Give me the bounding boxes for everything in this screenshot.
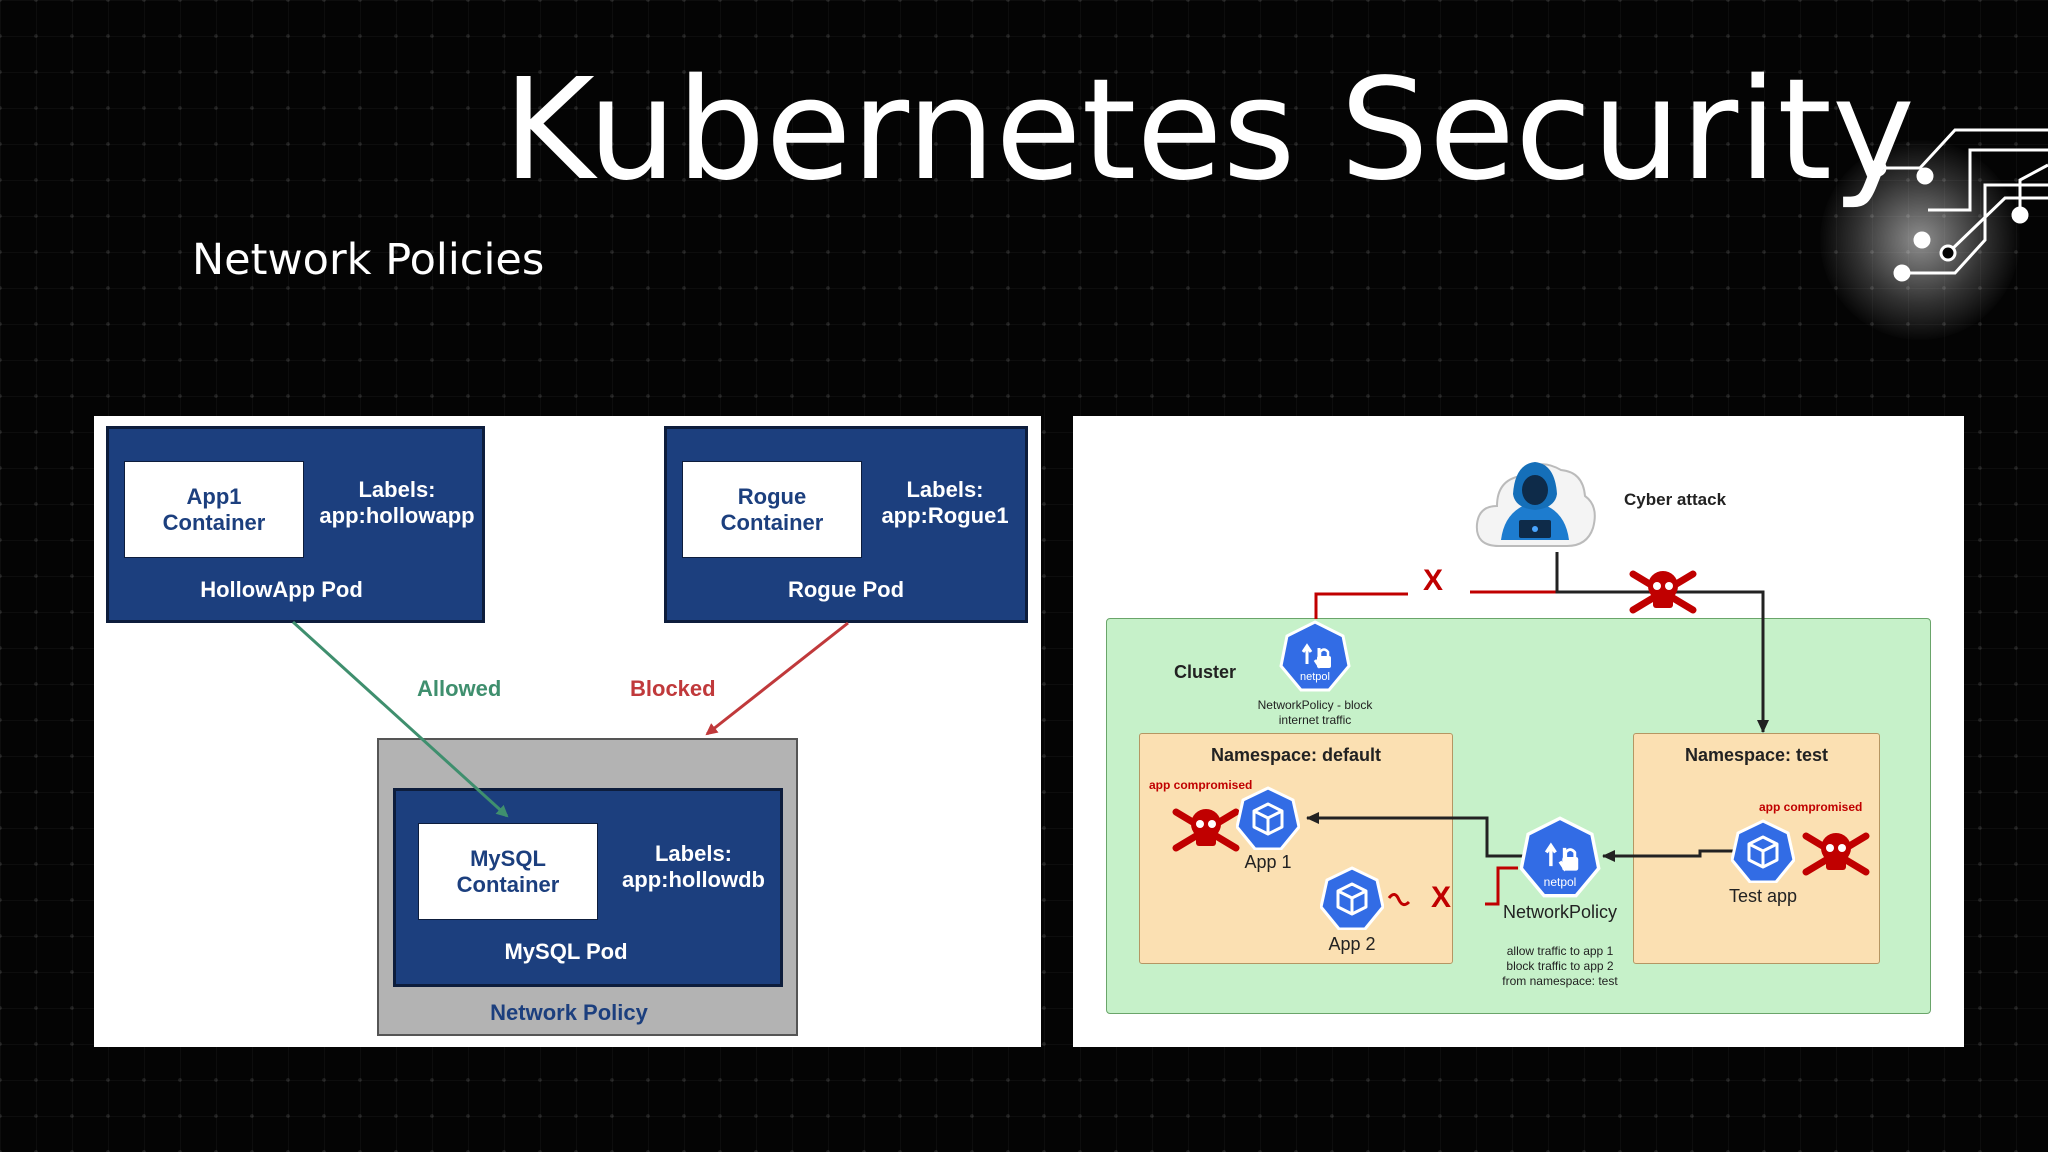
app1-label: App 1 <box>1244 852 1292 872</box>
netpol-icon: netpol <box>1279 620 1351 692</box>
test-app-pod-icon <box>1731 819 1795 883</box>
rogue-pod: Rogue Container Labels: app:Rogue1 Rogue… <box>664 426 1028 623</box>
rogue-labels-value: app:Rogue1 <box>881 503 1009 528</box>
block-mark-top: X <box>1423 564 1444 597</box>
mysql-labels: Labels: app:hollowdb <box>606 841 781 893</box>
namespace-test-label: Namespace: test <box>1684 745 1829 765</box>
hollowapp-labels: Labels: app:hollowapp <box>312 477 482 529</box>
np-caption-line3: from namespace: test <box>1502 974 1618 988</box>
blocked-arrow <box>705 621 849 736</box>
skull-crossbones-icon <box>1629 568 1697 614</box>
mysql-labels-title: Labels: <box>654 841 733 866</box>
rogue-labels-title: Labels: <box>906 477 984 502</box>
rogue-container: Rogue Container <box>682 461 862 558</box>
skull-crossbones-icon <box>1172 806 1240 852</box>
mysql-labels-value: app:hollowdb <box>622 867 765 892</box>
circuit-decoration-icon <box>1869 128 2048 282</box>
mysql-pod: MySQL Container Labels: app:hollowdb MyS… <box>393 788 783 987</box>
network-policy-diagram-panel: App1 Container Labels: app:hollowapp Hol… <box>94 416 1041 1047</box>
slide-title: Kubernetes Security <box>503 49 1915 212</box>
blocked-label: Blocked <box>630 676 716 701</box>
mysql-container: MySQL Container <box>418 823 598 920</box>
network-policy-label: Network Policy <box>490 1000 648 1025</box>
network-policy-box: MySQL Container Labels: app:hollowdb MyS… <box>377 738 798 1036</box>
app1-container: App1 Container <box>124 461 304 558</box>
netpol-icon-label: netpol <box>1300 671 1330 683</box>
app2-label: App 2 <box>1328 934 1376 954</box>
rogue-container-line2: Container <box>720 509 824 535</box>
netpol-top-caption-line2: internet traffic <box>1278 713 1352 727</box>
mysql-container-line1: MySQL <box>470 845 546 871</box>
np-caption-line1: allow traffic to app 1 <box>1506 944 1614 958</box>
namespace-default-label: Namespace: default <box>1210 745 1382 765</box>
test-app-label: Test app <box>1728 886 1798 906</box>
flow-arrows <box>291 620 849 818</box>
app2-pod-icon <box>1320 866 1384 930</box>
skull-crossbones-icon <box>1802 830 1870 876</box>
rogue-pod-name: Rogue Pod <box>787 577 905 602</box>
hacker-cloud-icon <box>1475 462 1596 547</box>
netpol-top-caption: NetworkPolicy - block internet traffic <box>1233 698 1397 728</box>
networkpolicy-label: NetworkPolicy <box>1502 902 1618 922</box>
block-mark-mid: X <box>1431 881 1452 914</box>
networkpolicy-icon: netpol <box>1519 816 1601 898</box>
app1-container-line1: App1 <box>186 483 242 509</box>
namespace-default: Namespace: default <box>1139 733 1453 964</box>
app1-pod-icon <box>1236 786 1300 850</box>
networkpolicy-icon-label: netpol <box>1543 875 1577 889</box>
rogue-container-line1: Rogue <box>737 483 807 509</box>
mysql-pod-name: MySQL Pod <box>504 939 628 964</box>
cyber-attack-diagram-panel: Cluster Namespace: default Namespace: te… <box>1073 416 1964 1047</box>
rogue-labels: Labels: app:Rogue1 <box>865 477 1025 529</box>
cyber-attack-label: Cyber attack <box>1624 490 1727 509</box>
hollowapp-labels-value: app:hollowapp <box>319 503 475 528</box>
networkpolicy-caption: allow traffic to app 1 block traffic to … <box>1475 944 1645 989</box>
app1-container-line2: Container <box>162 509 266 535</box>
allowed-arrow <box>291 620 509 818</box>
hollowapp-pod: App1 Container Labels: app:hollowapp Hol… <box>106 426 485 623</box>
slide-subtitle: Network Policies <box>192 235 545 285</box>
allowed-label: Allowed <box>417 676 502 701</box>
app-compromised-test: app compromised <box>1759 800 1863 814</box>
hollowapp-pod-name: HollowApp Pod <box>200 577 363 602</box>
mysql-container-line2: Container <box>456 871 560 897</box>
netpol-top-caption-line1: NetworkPolicy - block <box>1257 698 1373 712</box>
hollowapp-labels-title: Labels: <box>358 477 436 502</box>
np-caption-line2: block traffic to app 2 <box>1506 959 1614 973</box>
app-compromised-default: app compromised <box>1149 778 1253 792</box>
cluster-label: Cluster <box>1174 662 1237 682</box>
